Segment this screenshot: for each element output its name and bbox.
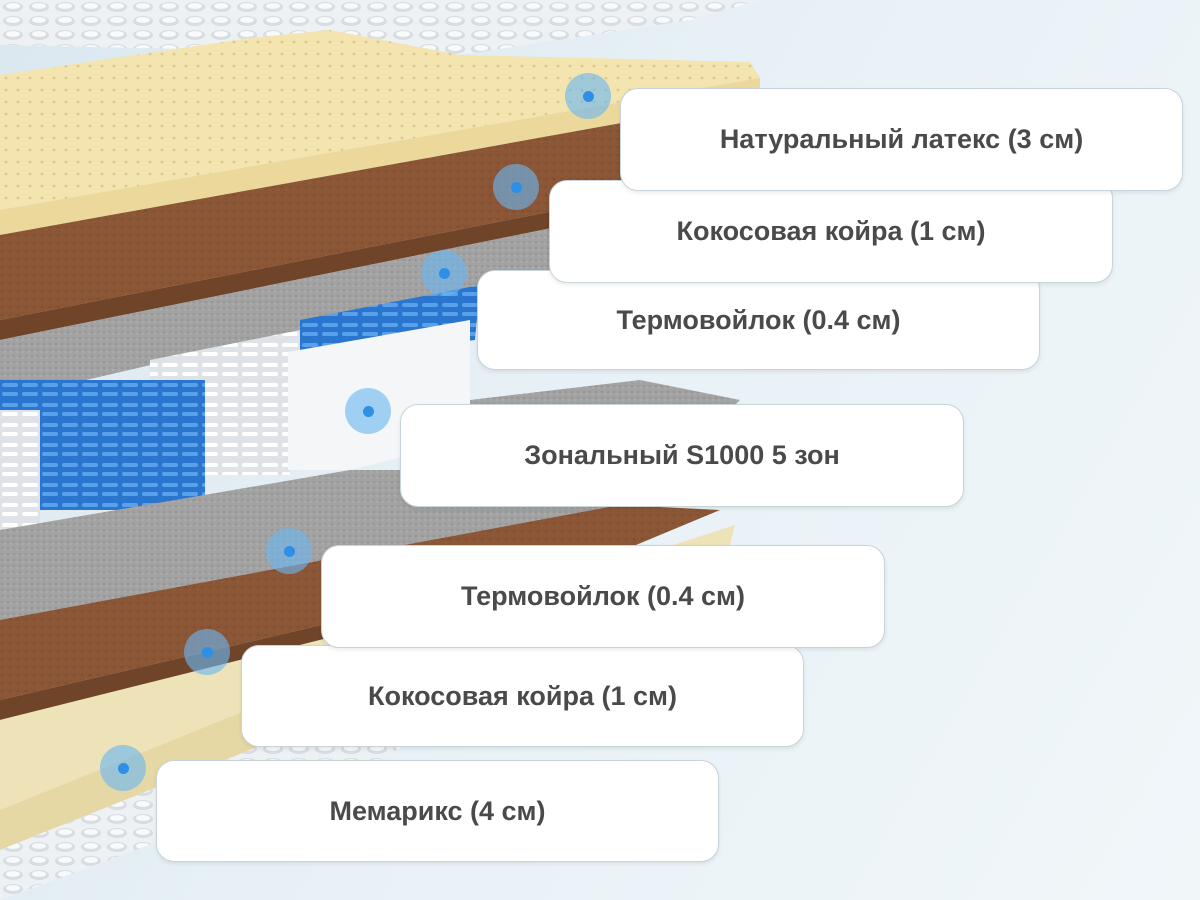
marker-dot [362, 405, 374, 417]
layer-marker-thermofelt-bottom [266, 528, 312, 574]
latex-top-face [0, 30, 760, 210]
coir-top-edge [0, 190, 660, 340]
layer-card-thermofelt-bottom: Термовойлок (0.4 см) [321, 545, 885, 648]
layer-label: Термовойлок (0.4 см) [460, 581, 746, 611]
layer-label: Натуральный латекс (3 см) [719, 124, 1084, 154]
layer-marker-coconut-coir-bottom [184, 629, 230, 675]
layer-marker-coconut-coir-top [493, 164, 539, 210]
layer-card-coconut-coir-top: Кокосовая койра (1 см) [549, 180, 1113, 283]
layer-label: Зональный S1000 5 зон [524, 440, 840, 470]
latex-side [0, 78, 760, 235]
marker-dot [283, 545, 295, 557]
layer-card-natural-latex: Натуральный латекс (3 см) [620, 88, 1183, 191]
spring-white-left [0, 410, 40, 530]
layer-label: Кокосовая койра (1 см) [367, 680, 678, 711]
top-cover [0, 0, 760, 55]
layer-card-memorix: Мемарикс (4 см) [156, 760, 719, 862]
spring-white-block [205, 350, 290, 475]
layer-card-coconut-coir-bottom: Кокосовая койра (1 см) [241, 645, 804, 747]
marker-dot [510, 181, 522, 193]
marker-dot [201, 646, 213, 658]
layer-marker-zonal-springs [345, 388, 391, 434]
layer-card-thermofelt-top: Термовойлок (0.4 см) [477, 270, 1040, 370]
marker-dot [438, 267, 450, 279]
felt-lower [0, 400, 740, 620]
layer-card-zonal-springs: Зональный S1000 5 зон [400, 404, 964, 507]
felt-top [0, 210, 640, 400]
layer-label: Термовойлок (0.4 см) [616, 304, 901, 335]
layer-label: Кокосовая койра (1 см) [676, 216, 986, 246]
layer-label: Мемарикс (4 см) [329, 795, 546, 826]
coir-top [0, 98, 760, 320]
marker-dot [582, 90, 594, 102]
layer-marker-thermofelt-top [421, 250, 467, 296]
layer-marker-natural-latex [565, 73, 611, 119]
layer-marker-memorix [100, 745, 146, 791]
marker-dot [117, 762, 129, 774]
